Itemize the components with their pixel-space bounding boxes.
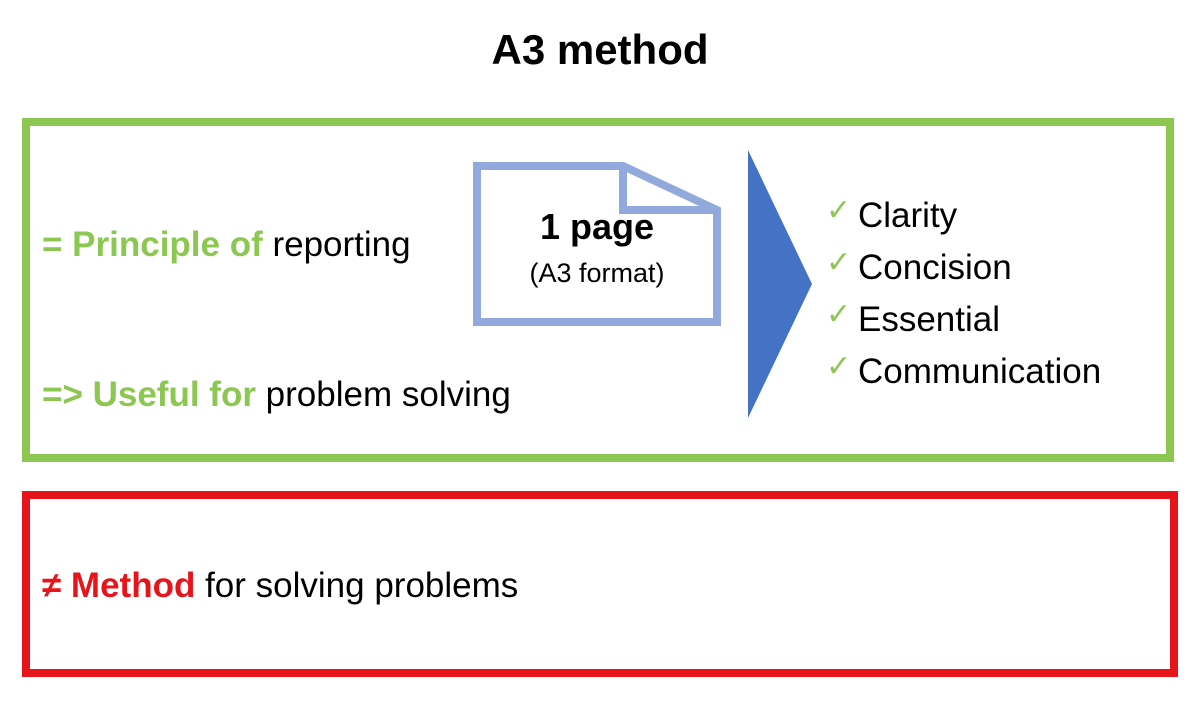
contrast-box [22, 491, 1178, 677]
document-main-label: 1 page [539, 206, 655, 247]
list-item: ✓ Clarity [826, 190, 1101, 242]
principle-line: = Principle of reporting [42, 224, 411, 266]
definition-box [22, 118, 1174, 462]
checkmark-icon: ✓ [826, 297, 852, 331]
method-line: ≠ Method for solving problems [42, 565, 518, 607]
list-item: ✓ Essential [826, 294, 1101, 346]
useful-accent: => Useful for [42, 375, 256, 414]
page-title: A3 method [491, 26, 709, 73]
benefit-label: Concision [858, 248, 1012, 287]
document-icon [473, 162, 721, 326]
benefit-label: Clarity [858, 196, 958, 235]
benefit-label: Essential [858, 300, 1001, 339]
checkmark-icon: ✓ [826, 349, 852, 383]
checkmark-icon: ✓ [826, 193, 852, 227]
list-item: ✓ Communication [826, 346, 1101, 398]
list-item: ✓ Concision [826, 242, 1101, 294]
useful-line: => Useful for problem solving [42, 374, 511, 416]
document-sub-label: (A3 format) [529, 258, 665, 288]
principle-text: reporting [262, 225, 411, 264]
method-text: for solving problems [195, 566, 519, 605]
arrow-right-icon [748, 150, 812, 418]
useful-text: problem solving [255, 375, 511, 414]
method-accent: ≠ Method [42, 566, 196, 605]
principle-accent: = Principle of [42, 225, 263, 264]
checkmark-icon: ✓ [826, 245, 852, 279]
benefit-label: Communication [858, 352, 1102, 391]
benefits-list: ✓ Clarity ✓ Concision ✓ Essential ✓ Comm… [826, 190, 1101, 398]
